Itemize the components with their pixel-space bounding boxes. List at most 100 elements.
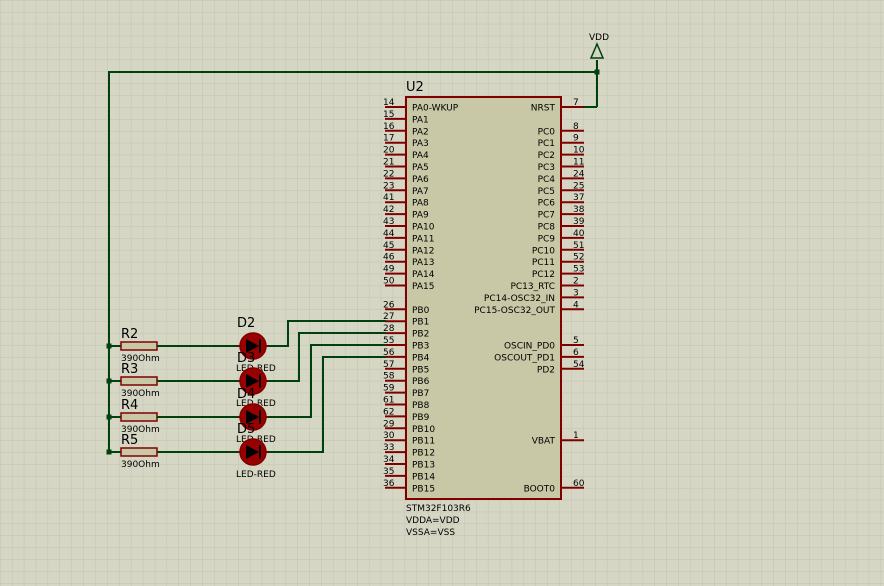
led-d2[interactable] (239, 332, 267, 360)
pin-number: 53 (573, 265, 584, 275)
pin-number: 45 (383, 241, 394, 251)
led-d3[interactable] (239, 367, 267, 395)
pin-number: 44 (383, 229, 395, 239)
pin-name: PA7 (412, 187, 429, 197)
pin-number: 41 (383, 193, 394, 203)
pin-name: PC1 (538, 139, 555, 149)
pin-name: PA4 (412, 151, 429, 161)
pin-number: 54 (573, 360, 585, 370)
pin-name: PA15 (412, 282, 434, 292)
diode-triangle-icon (246, 445, 259, 459)
pin-name: VBAT (532, 437, 556, 447)
pin-name: PB13 (412, 461, 435, 471)
pin-number: 43 (383, 217, 394, 227)
pin-name: PC6 (538, 199, 556, 209)
pin-name: PC11 (532, 258, 555, 268)
pin-name: PA5 (412, 163, 429, 173)
pin-number: 36 (383, 479, 395, 489)
resistor-r2[interactable] (120, 341, 158, 351)
resistor-value: 390Ohm (121, 425, 160, 435)
resistor-led-rows: R2390OhmD2LED-REDR3390OhmD3LED-REDR4390O… (106, 316, 276, 480)
led-ref: D3 (237, 351, 255, 366)
pin-name: PB9 (412, 413, 430, 423)
pin-number: 34 (383, 455, 395, 465)
resistor-r4[interactable] (120, 412, 158, 422)
pin-number: 37 (573, 193, 584, 203)
pin-number: 39 (573, 217, 585, 227)
pin-number: 5 (573, 336, 579, 346)
led-d5[interactable] (239, 438, 267, 466)
resistor-r3[interactable] (120, 376, 158, 386)
resistor-value: 390Ohm (121, 460, 160, 470)
pin-name: OSCOUT_PD1 (494, 353, 555, 363)
pin-number: 49 (383, 265, 395, 275)
pin-number: 15 (383, 110, 394, 120)
led-ref: D5 (237, 422, 255, 437)
pin-number: 1 (573, 431, 579, 441)
chip-prop-vssa: VSSA=VSS (406, 528, 455, 538)
pin-number: 2 (573, 277, 579, 287)
pin-number: 30 (383, 431, 395, 441)
pin-name: PA3 (412, 139, 429, 149)
resistor-value: 390Ohm (121, 354, 160, 364)
pin-name: BOOT0 (524, 484, 556, 494)
pin-number: 7 (573, 98, 579, 108)
pin-name: PC13_RTC (510, 282, 555, 292)
pin-name: PC2 (538, 151, 555, 161)
pin-name: PC12 (532, 270, 555, 280)
pin-name: PC15-OSC32_OUT (474, 306, 555, 316)
pin-name: PC7 (538, 211, 555, 221)
resistor-value: 390Ohm (121, 389, 160, 399)
pin-name: PA12 (412, 246, 434, 256)
pin-name: PB1 (412, 318, 429, 328)
vdd-label: VDD (589, 33, 609, 43)
pin-number: 4 (573, 300, 579, 310)
pin-number: 3 (573, 288, 579, 298)
pin-name: PA10 (412, 223, 435, 233)
resistor-ref: R3 (121, 362, 138, 377)
pin-number: 52 (573, 253, 584, 263)
pin-number: 56 (383, 348, 395, 358)
pin-number: 29 (383, 419, 395, 429)
resistor-ref: R5 (121, 433, 138, 448)
resistor-r5[interactable] (120, 447, 158, 457)
diode-triangle-icon (246, 410, 259, 424)
led-d4[interactable] (239, 403, 267, 431)
pin-name: PA13 (412, 258, 434, 268)
pin-name: PC0 (538, 127, 556, 137)
pin-number: 22 (383, 169, 394, 179)
pin-name: PB7 (412, 389, 429, 399)
pin-name: PB15 (412, 484, 435, 494)
pin-name: PC8 (538, 223, 556, 233)
pin-number: 26 (383, 300, 395, 310)
pin-number: 50 (383, 277, 395, 287)
pin-name: PB11 (412, 437, 435, 447)
pin-number: 21 (383, 158, 394, 168)
pin-number: 40 (573, 229, 585, 239)
pin-name: PC5 (538, 187, 555, 197)
pin-name: PC4 (538, 175, 556, 185)
pin-name: NRST (531, 104, 556, 114)
pin-number: 38 (573, 205, 585, 215)
pin-name: PB10 (412, 425, 435, 435)
pin-number: 27 (383, 312, 394, 322)
pin-number: 33 (383, 443, 394, 453)
pin-number: 17 (383, 134, 394, 144)
pin-name: PB2 (412, 330, 429, 340)
chip-left-pins: 14PA0-WKUP15PA116PA217PA320PA421PA522PA6… (383, 98, 459, 494)
pin-number: 11 (573, 158, 584, 168)
pin-number: 25 (573, 181, 584, 191)
pin-name: PB0 (412, 306, 430, 316)
pin-name: PB12 (412, 449, 435, 459)
pin-name: PC14-OSC32_IN (484, 294, 555, 304)
pin-number: 14 (383, 98, 395, 108)
pin-number: 23 (383, 181, 394, 191)
led-ref: D2 (237, 316, 255, 331)
diode-triangle-icon (246, 339, 259, 353)
pin-number: 46 (383, 253, 395, 263)
microcontroller-u2[interactable]: 14PA0-WKUP15PA116PA217PA320PA421PA522PA6… (383, 96, 585, 500)
pin-name: PA0-WKUP (412, 104, 459, 114)
pin-number: 59 (383, 384, 395, 394)
